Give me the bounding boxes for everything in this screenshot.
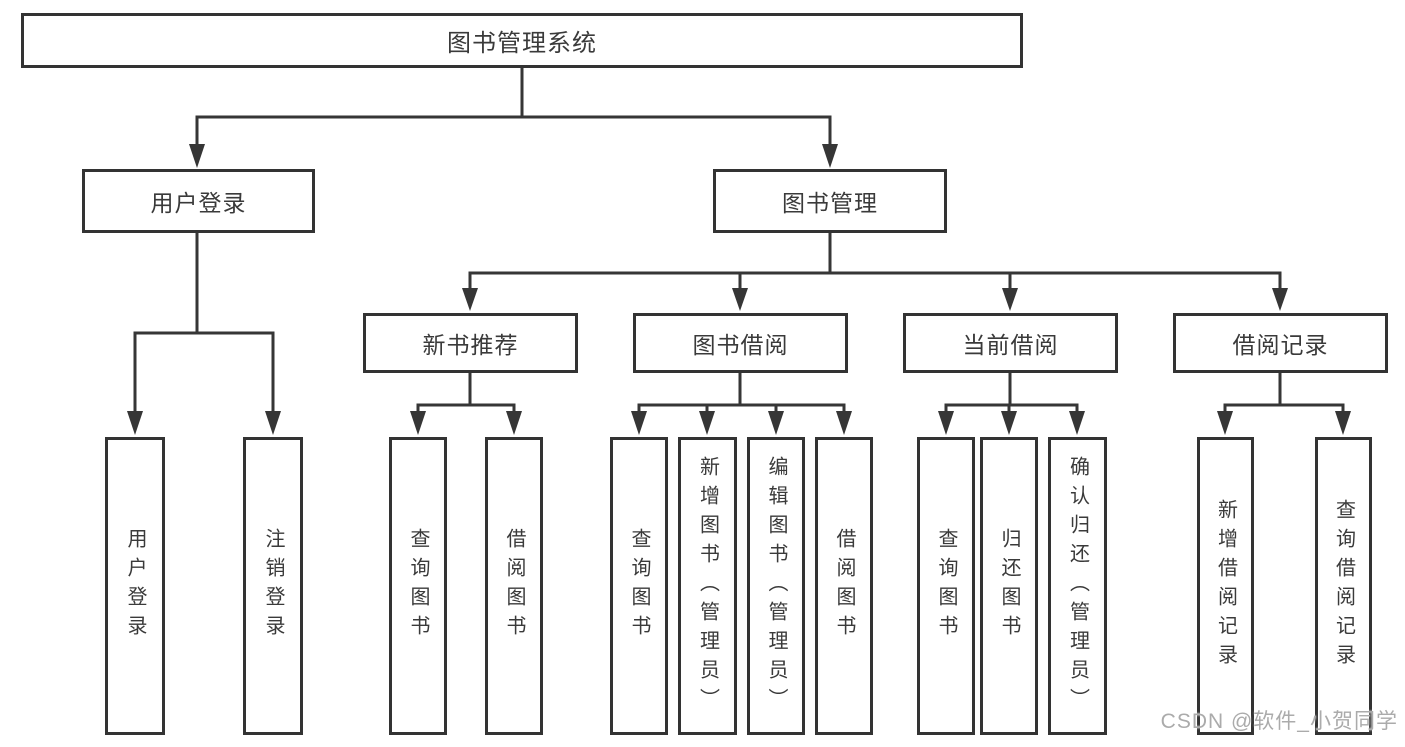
csdn-watermark: CSDN @软件_小贺同学 — [1160, 710, 1398, 733]
leaf-return-book: 归还图书 — [980, 437, 1038, 735]
node-new-book-recommend: 新书推荐 — [363, 313, 578, 373]
leaf-confirm-return-admin: 确认归还（管理员） — [1048, 437, 1107, 735]
node-root-system: 图书管理系统 — [21, 13, 1023, 68]
node-user-login: 用户登录 — [82, 169, 315, 233]
node-book-borrow-label: 图书借阅 — [692, 332, 789, 358]
node-book-management-label: 图书管理 — [782, 190, 878, 216]
leaf-edit-book-admin-label: 编辑图书（管理员） — [765, 455, 787, 717]
leaf-user-login-label: 用户登录 — [124, 528, 146, 644]
leaf-confirm-return-admin-label: 确认归还（管理员） — [1066, 455, 1089, 717]
node-borrow-record-label: 借阅记录 — [1232, 332, 1329, 358]
leaf-add-book-admin: 新增图书（管理员） — [678, 437, 737, 735]
leaf-logout-label: 注销登录 — [262, 528, 284, 644]
leaf-borrow-book-2: 借阅图书 — [815, 437, 873, 735]
node-book-borrow: 图书借阅 — [633, 313, 848, 373]
leaf-add-borrow-record: 新增借阅记录 — [1197, 437, 1254, 735]
leaf-query-book-3: 查询图书 — [917, 437, 975, 735]
leaf-query-borrow-record-label: 查询借阅记录 — [1332, 499, 1355, 673]
node-new-book-recommend-label: 新书推荐 — [422, 332, 519, 358]
node-root-label: 图书管理系统 — [447, 30, 597, 57]
leaf-borrow-book-2-label: 借阅图书 — [833, 528, 855, 644]
leaf-logout: 注销登录 — [243, 437, 303, 735]
leaf-user-login: 用户登录 — [105, 437, 165, 735]
leaf-add-book-admin-label: 新增图书（管理员） — [696, 455, 719, 717]
leaf-query-book-2-label: 查询图书 — [628, 528, 650, 644]
leaf-query-book-2: 查询图书 — [610, 437, 668, 735]
leaf-query-book-1: 查询图书 — [389, 437, 447, 735]
leaf-return-book-label: 归还图书 — [998, 528, 1020, 644]
leaf-query-borrow-record: 查询借阅记录 — [1315, 437, 1372, 735]
node-current-borrow: 当前借阅 — [903, 313, 1118, 373]
leaf-borrow-book-1-label: 借阅图书 — [503, 528, 525, 644]
node-current-borrow-label: 当前借阅 — [962, 332, 1059, 358]
leaf-query-book-1-label: 查询图书 — [407, 528, 429, 644]
leaf-add-borrow-record-label: 新增借阅记录 — [1214, 499, 1237, 673]
leaf-borrow-book-1: 借阅图书 — [485, 437, 543, 735]
leaf-query-book-3-label: 查询图书 — [935, 528, 957, 644]
node-book-management: 图书管理 — [713, 169, 947, 233]
leaf-edit-book-admin: 编辑图书（管理员） — [747, 437, 805, 735]
node-borrow-record: 借阅记录 — [1173, 313, 1388, 373]
node-user-login-label: 用户登录 — [150, 190, 247, 216]
